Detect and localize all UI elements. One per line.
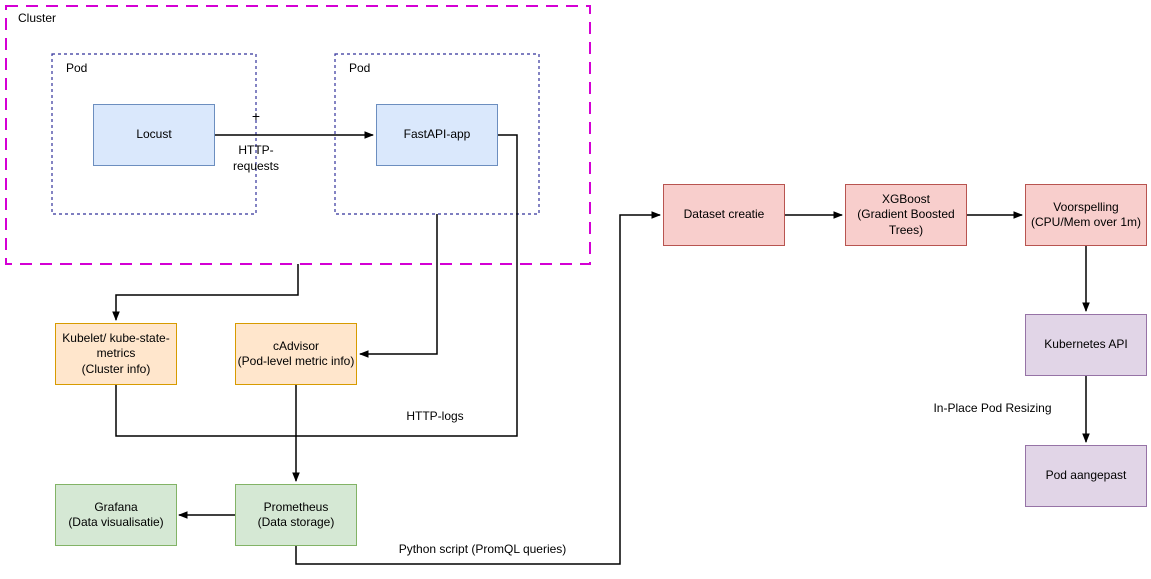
pod-left-container[interactable] xyxy=(51,53,257,215)
node-xgboost[interactable]: XGBoost (Gradient Boosted Trees) xyxy=(845,184,967,246)
edge-pod-to-cadvisor xyxy=(359,214,438,358)
edge-label-http-logs: HTTP-logs xyxy=(406,409,464,423)
pod-right-container[interactable] xyxy=(334,53,540,215)
node-pod-aangepast[interactable]: Pod aangepast xyxy=(1025,445,1147,507)
cluster-label: Cluster xyxy=(18,11,57,25)
node-voorspelling[interactable]: Voorspelling (CPU/Mem over 1m) xyxy=(1025,184,1147,246)
edge-label-python-script: Python script (PromQL queries) xyxy=(398,542,567,556)
node-dataset-creatie[interactable]: Dataset creatie xyxy=(663,184,785,246)
edge-label-in-place-pod-resizing: In-Place Pod Resizing xyxy=(933,401,1052,415)
pod-left-label: Pod xyxy=(66,61,88,75)
edge-label-http-requests: HTTP- requests xyxy=(232,143,280,173)
edge-prometheus-to-dataset xyxy=(295,211,661,565)
edge-cluster-to-kubelet xyxy=(112,264,299,321)
node-fastapi-app[interactable]: FastAPI-app xyxy=(376,104,498,166)
edge-label-plus: + xyxy=(251,108,261,124)
node-prometheus[interactable]: Prometheus (Data storage) xyxy=(235,484,357,546)
node-locust[interactable]: Locust xyxy=(93,104,215,166)
pod-right-label: Pod xyxy=(349,61,371,75)
edge-fastapi-httplogs-to-kubelet xyxy=(115,134,518,437)
node-grafana[interactable]: Grafana (Data visualisatie) xyxy=(55,484,177,546)
node-kubelet-kube-state-metrics[interactable]: Kubelet/ kube-state- metrics (Cluster in… xyxy=(55,323,177,385)
node-cadvisor[interactable]: cAdvisor (Pod-level metric info) xyxy=(235,323,357,385)
cluster-container[interactable] xyxy=(5,5,591,265)
node-kubernetes-api[interactable]: Kubernetes API xyxy=(1025,314,1147,376)
